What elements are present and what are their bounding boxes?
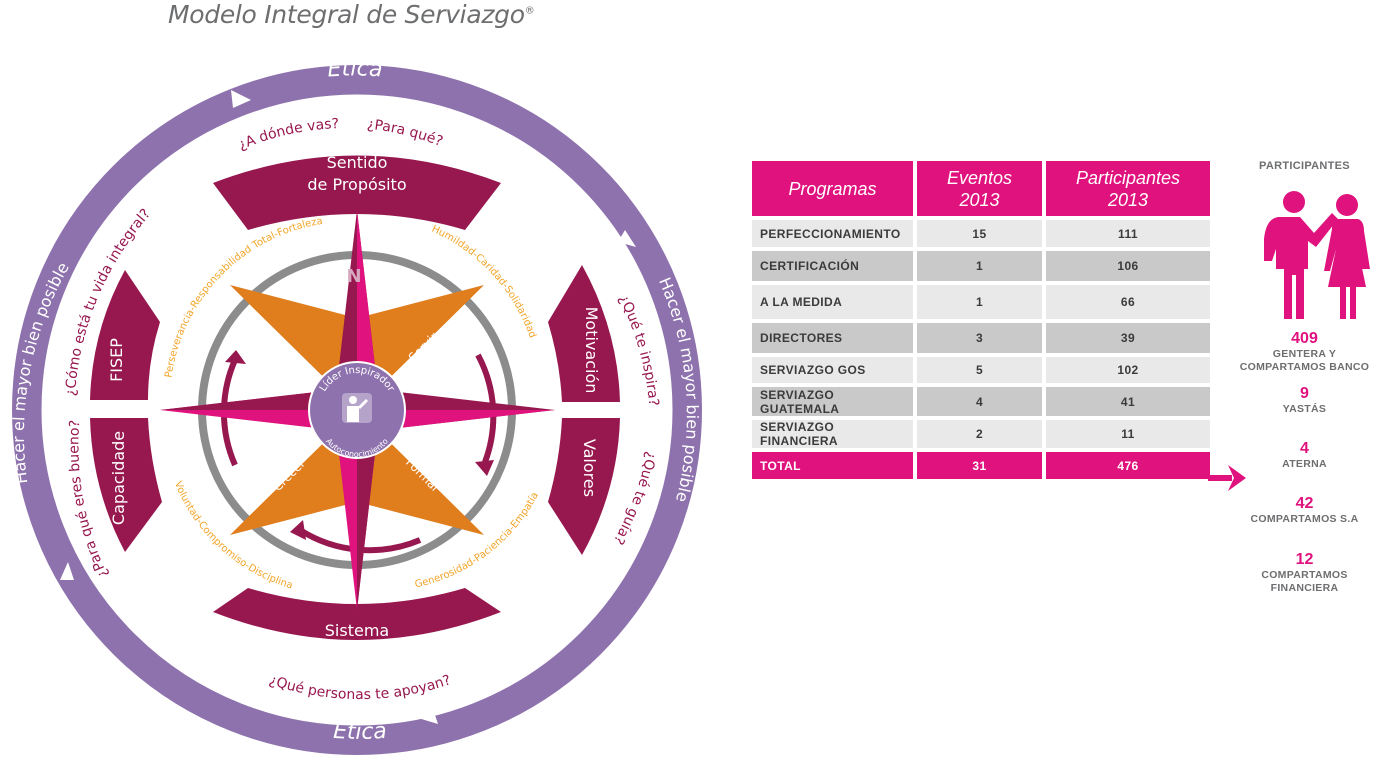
table-row: CERTIFICACIÓN 1 106 bbox=[752, 251, 1210, 285]
band-fisep bbox=[90, 270, 160, 400]
ring-arrow-icon bbox=[418, 706, 438, 724]
band-sentido-proposito bbox=[213, 155, 501, 230]
cell-eventos: 3 bbox=[917, 323, 1042, 357]
table-row: PERFECCIONAMIENTO 15 111 bbox=[752, 220, 1210, 251]
ring-arrow-icon bbox=[60, 562, 74, 580]
stat-number: 42 bbox=[1295, 495, 1314, 512]
stat-item: 42 COMPARTAMOS S.A bbox=[1232, 495, 1377, 526]
band-valores bbox=[548, 418, 620, 555]
cell-participantes: 106 bbox=[1046, 251, 1210, 285]
band-label: Capacidade bbox=[109, 431, 128, 525]
ring-arrow-icon bbox=[618, 230, 636, 247]
cell-eventos: 31 bbox=[917, 452, 1042, 483]
cell-participantes: 39 bbox=[1046, 323, 1210, 357]
band-label: Sistema bbox=[325, 621, 389, 640]
cell-eventos: 1 bbox=[917, 285, 1042, 323]
stat-item: 9 YASTÁS bbox=[1232, 385, 1377, 416]
stat-label: COMPARTAMOS S.A bbox=[1250, 513, 1359, 525]
stat-label: FINANCIERA bbox=[1270, 582, 1339, 594]
stat-label: COMPARTAMOS BANCO bbox=[1239, 361, 1370, 373]
cell-eventos: 15 bbox=[917, 220, 1042, 251]
cell-programa: PERFECCIONAMIENTO bbox=[752, 220, 913, 251]
cell-participantes: 102 bbox=[1046, 357, 1210, 387]
band-capacidade bbox=[90, 418, 162, 552]
stat-number: 9 bbox=[1300, 385, 1309, 402]
stat-number: 12 bbox=[1295, 551, 1314, 568]
leader-icon bbox=[342, 393, 372, 423]
cell-programa: A LA MEDIDA bbox=[752, 285, 913, 323]
cell-participantes: 41 bbox=[1046, 387, 1210, 420]
band-label: Valores bbox=[580, 439, 599, 497]
ring-label-bottom: Ética bbox=[333, 718, 388, 745]
table-total-row: TOTAL 31 476 bbox=[752, 452, 1210, 483]
north-label: N bbox=[346, 266, 361, 287]
band-label: Sentido bbox=[327, 153, 388, 172]
page-title: Modelo Integral de Serviazgo® bbox=[168, 0, 535, 29]
cell-eventos: 4 bbox=[917, 387, 1042, 420]
stat-label: GENTERA Y bbox=[1272, 348, 1337, 360]
stat-label: ATERNA bbox=[1282, 458, 1327, 470]
cell-programa: DIRECTORES bbox=[752, 323, 913, 357]
question-label: ¿A dónde vas? bbox=[236, 116, 339, 153]
table-row: SERVIAZGO GOS 5 102 bbox=[752, 357, 1210, 387]
participantes-header: PARTICIPANTES bbox=[1259, 160, 1350, 172]
cell-participantes: 66 bbox=[1046, 285, 1210, 323]
band-sistema-soporte bbox=[213, 588, 501, 640]
stat-label: COMPARTAMOS bbox=[1261, 569, 1348, 581]
cell-programa: SERVIAZGO GOS bbox=[752, 357, 913, 387]
arrow-right-icon bbox=[1208, 465, 1246, 491]
cell-programa: CERTIFICACIÓN bbox=[752, 251, 913, 285]
band-label: Motivación bbox=[582, 307, 601, 394]
question-label: ¿Qué personas te apoyan? bbox=[267, 672, 453, 703]
table-row: DIRECTORES 3 39 bbox=[752, 323, 1210, 357]
stat-number: 409 bbox=[1291, 330, 1318, 347]
cell-participantes: 111 bbox=[1046, 220, 1210, 251]
table-row: A LA MEDIDA 1 66 bbox=[752, 285, 1210, 323]
stat-item: 4 ATERNA bbox=[1232, 440, 1377, 471]
stat-number: 4 bbox=[1300, 440, 1309, 457]
cell-eventos: 5 bbox=[917, 357, 1042, 387]
table-row: SERVIAZGO GUATEMALA 4 41 bbox=[752, 387, 1210, 420]
people-icon bbox=[1264, 191, 1370, 319]
cell-participantes: 11 bbox=[1046, 420, 1210, 452]
band-label: FISEP bbox=[107, 338, 126, 382]
ring-label-top: Ética bbox=[327, 56, 384, 83]
header-programas: Programas bbox=[752, 161, 913, 220]
cell-programa: SERVIAZGO GUATEMALA bbox=[752, 387, 913, 420]
band-label: de Soporte bbox=[313, 643, 401, 662]
stat-item: 409 GENTERA Y COMPARTAMOS BANCO bbox=[1232, 330, 1377, 374]
stat-label: YASTÁS bbox=[1282, 403, 1327, 415]
cell-programa: TOTAL bbox=[752, 452, 913, 483]
stat-item: 12 COMPARTAMOS FINANCIERA bbox=[1232, 551, 1377, 595]
cell-eventos: 1 bbox=[917, 251, 1042, 285]
band-label: de Propósito bbox=[307, 175, 406, 194]
ethics-ring bbox=[11, 64, 703, 756]
serviazgo-wheel-diagram: Ética Ética Hacer el mayor bien posible … bbox=[11, 56, 703, 756]
ring-arrow-icon bbox=[231, 90, 251, 108]
cell-participantes: 476 bbox=[1046, 452, 1210, 483]
question-label: ¿Para qué? bbox=[366, 116, 445, 150]
cell-eventos: 2 bbox=[917, 420, 1042, 452]
band-motivacion bbox=[548, 265, 620, 402]
table-row: SERVIAZGO FINANCIERA 2 11 bbox=[752, 420, 1210, 452]
cell-programa: SERVIAZGO FINANCIERA bbox=[752, 420, 913, 452]
